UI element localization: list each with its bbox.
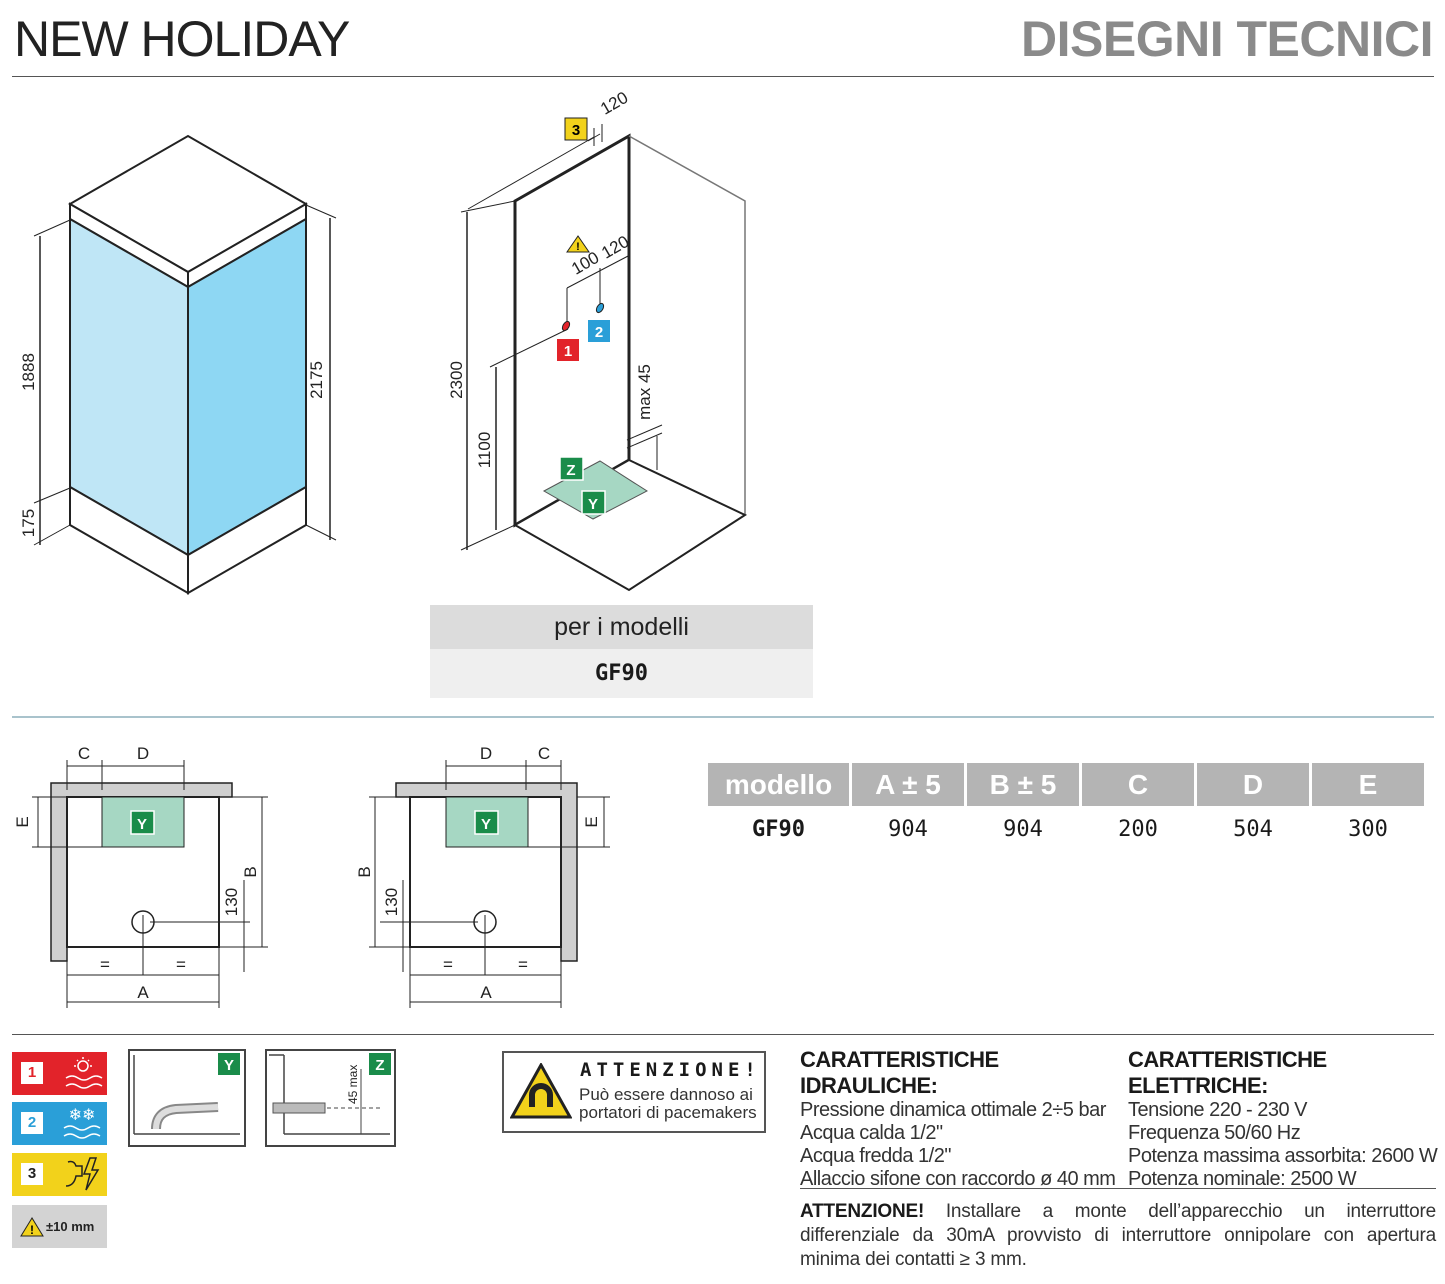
hot-water-icon	[65, 1057, 103, 1089]
pacemaker-warning: ATTENZIONE! Può essere dannoso ai portat…	[502, 1051, 766, 1133]
plan-left-a: A	[137, 983, 149, 1002]
table-cell: GF90	[752, 816, 805, 842]
drain-detail-z: 45 max Z	[265, 1049, 396, 1147]
table-header: A ± 5	[852, 763, 964, 806]
detail-z-marker: Z	[375, 1057, 384, 1074]
table-header: B ± 5	[967, 763, 1079, 806]
magnet-warning-icon	[510, 1063, 572, 1119]
hydraulic-specs: CARATTERISTICHE IDRAULICHE: Pressione di…	[800, 1047, 1120, 1191]
wall-installation-drawing: ! 2300 1100 120 100 120 max 45 3 1 2 Z Y	[447, 88, 748, 592]
note-text: Installare a monte dell’apparecchio un i…	[800, 1201, 1436, 1270]
electric-line: Frequenza 50/60 Hz	[1128, 1122, 1301, 1144]
plan-left-eq1: =	[100, 955, 110, 974]
plan-left-y: Y	[137, 816, 147, 833]
table-cell: 504	[1233, 816, 1273, 842]
table-row: GF90 904 904 200 504 300	[708, 806, 1424, 852]
table-cell: 200	[1118, 816, 1158, 842]
drain-detail-y: Y	[128, 1049, 246, 1147]
table-header: C	[1082, 763, 1194, 806]
divider-middle	[12, 716, 1434, 718]
svg-text:!: !	[30, 1223, 34, 1237]
dim-1100: 1100	[475, 432, 494, 469]
dim-1888: 1888	[19, 353, 38, 391]
marker-1: 1	[564, 343, 572, 360]
dim-max45: max 45	[635, 364, 654, 420]
warning-line-2: portatori di pacemakers	[579, 1103, 757, 1122]
plan-left-eq2: =	[176, 955, 186, 974]
plan-view-left: Y C D E B 130 = = A	[13, 744, 268, 1008]
legend-cold-water: 2 ❄❄	[12, 1102, 107, 1145]
warning-title: ATTENZIONE!	[580, 1059, 761, 1081]
table-cell: 904	[1003, 816, 1043, 842]
plan-left-130: 130	[222, 888, 241, 916]
warning-line-1: Può essere dannoso ai	[579, 1085, 753, 1104]
models-value: GF90	[430, 649, 813, 698]
dim-120-top: 120	[597, 88, 631, 119]
tolerance-label: ±10 mm	[46, 1219, 95, 1234]
divider-bottom	[12, 1034, 1434, 1035]
dim-2300: 2300	[447, 361, 466, 399]
dim-175: 175	[19, 509, 38, 537]
plan-right-eq1: =	[443, 955, 453, 974]
electric-line: Tensione 220 - 230 V	[1128, 1099, 1308, 1121]
plan-right-e: E	[582, 816, 601, 827]
table-header: E	[1312, 763, 1424, 806]
hydraulic-line: Allaccio sifone con raccordo ø 40 mm	[800, 1168, 1116, 1190]
detail-z-max45: 45 max	[346, 1065, 360, 1104]
divider-note	[800, 1188, 1436, 1189]
plan-right-a: A	[480, 983, 492, 1002]
table-header-row: modello A ± 5 B ± 5 C D E	[708, 763, 1424, 806]
svg-text:!: !	[576, 241, 580, 253]
electric-line: Potenza massima assorbita: 2600 W	[1128, 1145, 1438, 1167]
warning-icon: !	[20, 1217, 44, 1237]
detail-y-marker: Y	[224, 1057, 234, 1074]
page-title: NEW HOLIDAY	[14, 11, 350, 67]
marker-z: Z	[566, 462, 575, 479]
models-box: per i modelli GF90	[430, 605, 813, 698]
svg-text:❄❄: ❄❄	[69, 1107, 96, 1124]
cabin-isometric-drawing: 1888 175 2175	[19, 134, 337, 595]
plan-right-c: C	[538, 744, 550, 763]
table-header: modello	[708, 763, 849, 806]
electric-specs: CARATTERISTICHE ELETTRICHE: Tensione 220…	[1128, 1047, 1438, 1191]
table-cell: 300	[1348, 816, 1388, 842]
dimensions-table: modello A ± 5 B ± 5 C D E GF90 904 904 2…	[705, 763, 1427, 852]
hydraulic-line: Acqua fredda 1/2"	[800, 1145, 951, 1167]
hydraulic-line: Pressione dinamica ottimale 2÷5 bar	[800, 1099, 1106, 1121]
plan-right-130: 130	[382, 888, 401, 916]
hydraulic-line: Acqua calda 1/2"	[800, 1122, 943, 1144]
table-cell: 904	[888, 816, 928, 842]
marker-2: 2	[595, 324, 603, 341]
legend-electric: 3	[12, 1153, 107, 1196]
plan-left-e: E	[13, 816, 32, 827]
marker-3: 3	[572, 122, 580, 139]
note-bold: ATTENZIONE!	[800, 1201, 925, 1222]
plan-right-eq2: =	[518, 955, 528, 974]
electric-title: CARATTERISTICHE ELETTRICHE:	[1128, 1047, 1327, 1098]
hydraulic-title: CARATTERISTICHE IDRAULICHE:	[800, 1047, 999, 1098]
electric-line: Potenza nominale: 2500 W	[1128, 1168, 1357, 1190]
installation-note: ATTENZIONE! Installare a monte dell’appa…	[800, 1200, 1436, 1272]
plan-left-d: D	[137, 744, 149, 763]
marker-y: Y	[588, 496, 598, 513]
plan-left-c: C	[78, 744, 90, 763]
section-title: DISEGNI TECNICI	[1021, 11, 1433, 67]
legend-tolerance: ! ±10 mm	[12, 1205, 107, 1248]
plan-right-y: Y	[481, 816, 491, 833]
plan-left-b: B	[241, 866, 260, 877]
models-label: per i modelli	[430, 605, 813, 649]
plan-view-right: Y D C E B 130 = = A	[355, 744, 610, 1008]
electric-plug-icon	[65, 1157, 100, 1191]
dim-2175: 2175	[307, 361, 326, 399]
cold-water-icon: ❄❄	[63, 1107, 101, 1139]
plan-right-d: D	[480, 744, 492, 763]
divider-top	[12, 76, 1434, 77]
plan-right-b: B	[355, 866, 374, 877]
table-header: D	[1197, 763, 1309, 806]
legend-hot-water: 1	[12, 1052, 107, 1095]
